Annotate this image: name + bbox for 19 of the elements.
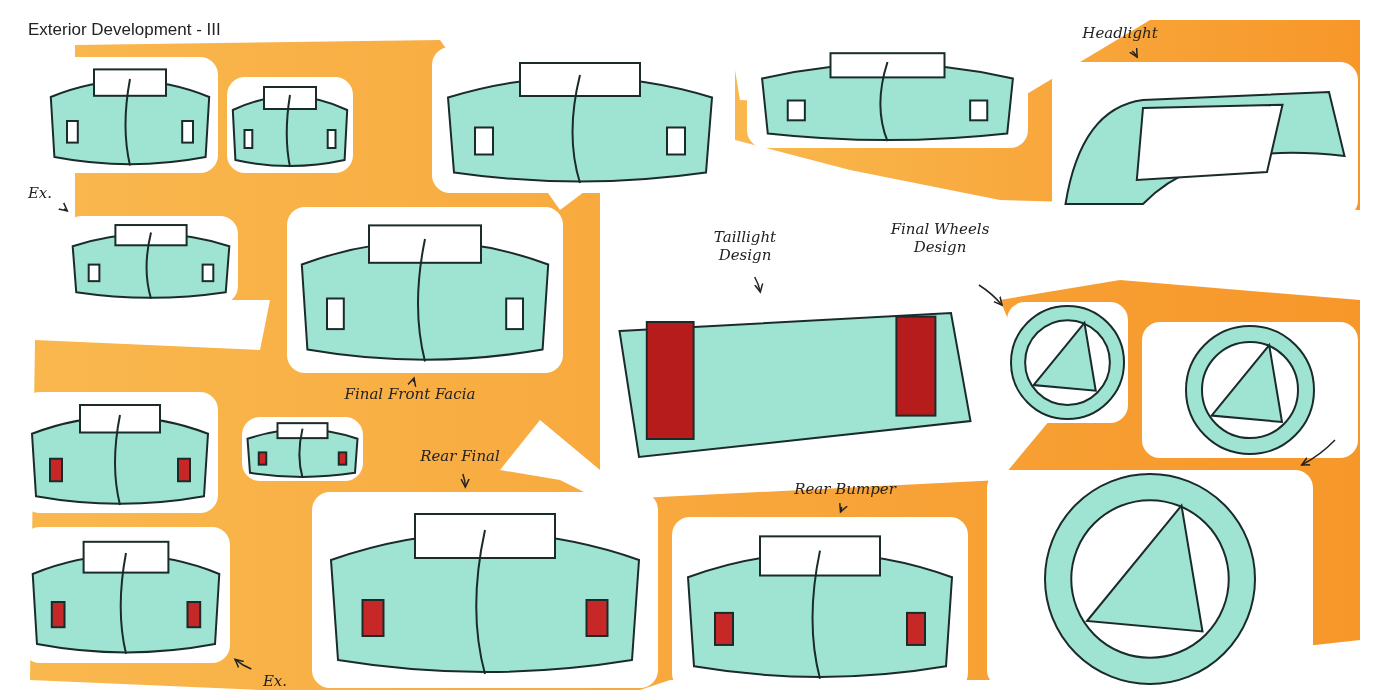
handwritten-label: Taillight Design <box>690 228 800 274</box>
leader-arrow <box>838 502 848 513</box>
leader-arrow <box>978 284 1003 306</box>
handwritten-label: Ex. <box>18 184 62 206</box>
wheel-sketch-drawing <box>1005 300 1130 425</box>
leader-arrow <box>1301 439 1336 466</box>
car-sketch-drawing <box>310 490 660 690</box>
handwritten-label: Rear Final <box>400 447 520 471</box>
leader-arrow <box>1128 47 1138 58</box>
leader-arrow <box>234 658 253 670</box>
leader-arrow <box>407 377 417 388</box>
page-title: Exterior Development - III <box>28 20 221 40</box>
leader-arrow <box>57 202 69 212</box>
car-sketch-drawing <box>285 205 565 375</box>
leader-arrow <box>460 473 470 488</box>
handwritten-label: Final Front Facia <box>330 385 490 435</box>
handwritten-label: Final Wheels Design <box>875 220 1005 282</box>
handwritten-label: Ex. <box>252 672 298 694</box>
leader-arrow <box>753 276 764 293</box>
